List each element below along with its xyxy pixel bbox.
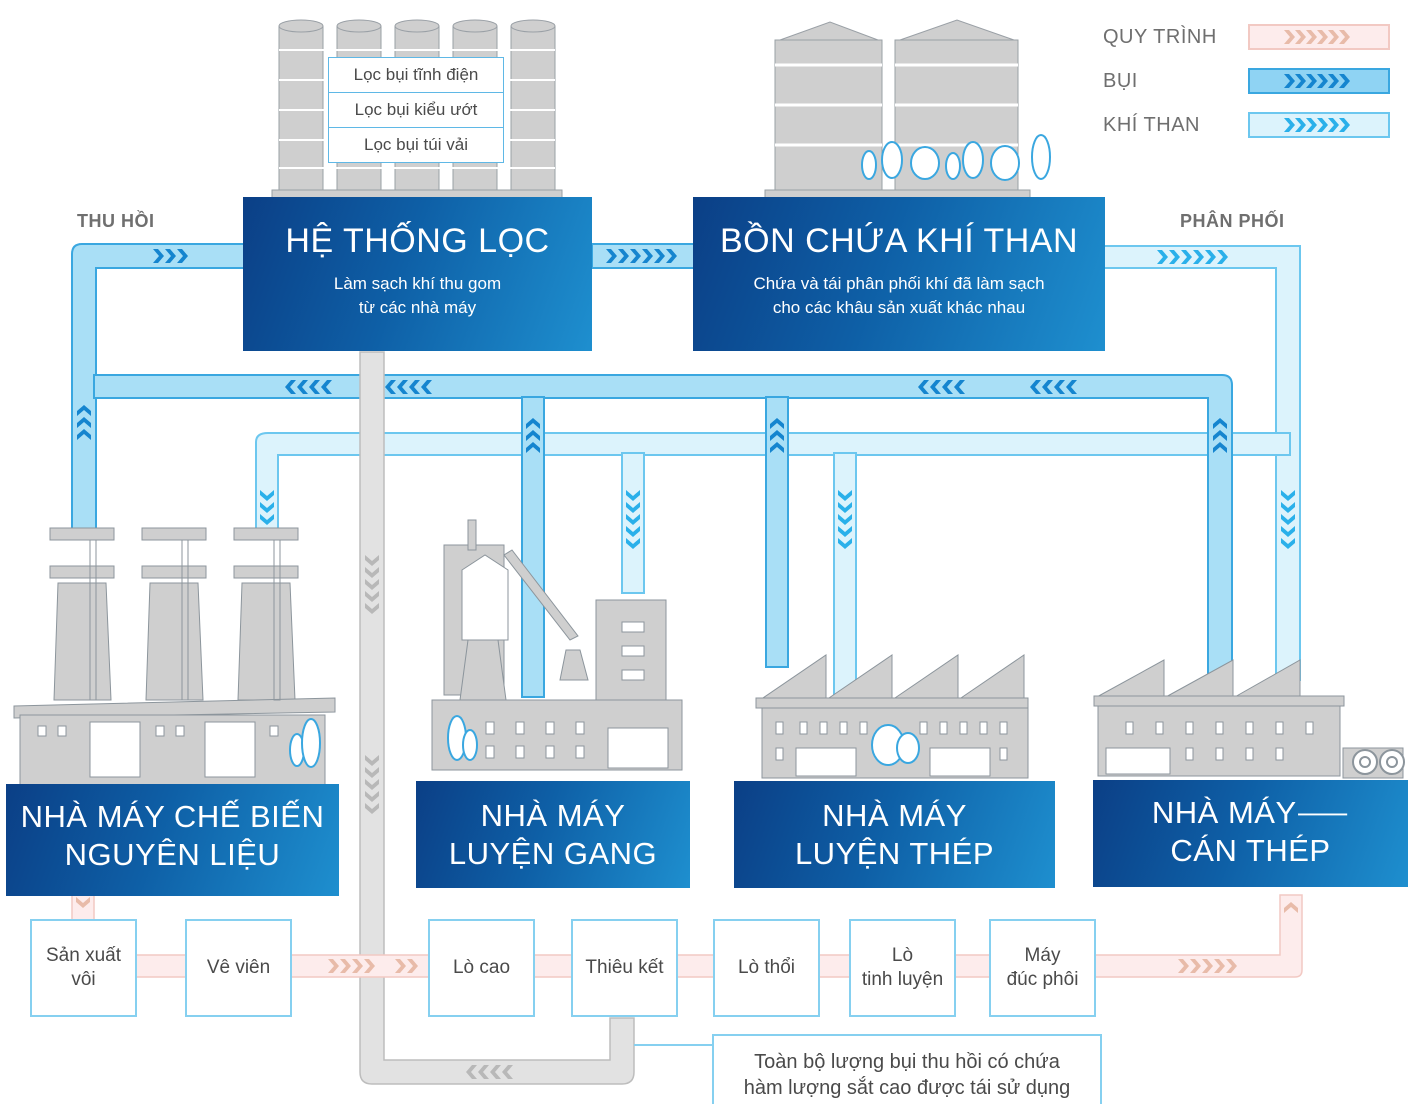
gas-tank-box: BỒN CHỨA KHÍ THAN Chứa và tái phân phối …: [693, 197, 1105, 351]
process-step-refining-l1: Lò: [891, 945, 914, 966]
plant-raw-material-box: NHÀ MÁY CHẾ BIẾN NGUYÊN LIỆU: [6, 784, 339, 896]
filter-system-subtitle-1: Làm sạch khí thu gom: [333, 274, 502, 293]
filter-system-subtitle-2: từ các nhà máy: [358, 298, 477, 317]
process-step-casting: Máy đúc phôi: [989, 919, 1096, 1017]
gas-tank-subtitle-2: cho các khâu sản xuất khác nhau: [772, 298, 1026, 317]
process-step-blast-furnace: Lò cao: [428, 919, 535, 1017]
plant-raw-material-line2: NGUYÊN LIỆU: [64, 837, 281, 872]
plant-rolling-box: NHÀ MÁY⸺ CÁN THÉP: [1093, 780, 1408, 887]
plant-1-building: [13, 527, 336, 786]
legend-swatch-gas: [1248, 112, 1390, 138]
legend-swatch-dust: [1248, 68, 1390, 94]
process-step-lime-l2: vôi: [71, 969, 96, 990]
recycle-note-line1: Toàn bộ lượng bụi thu hồi có chứa: [754, 1051, 1060, 1073]
note-connector: [634, 1044, 712, 1046]
process-step-converter-l1: Lò thổi: [737, 957, 796, 978]
legend-label-process: QUY TRÌNH: [1103, 26, 1217, 48]
filter-system-box: HỆ THỐNG LỌC Làm sạch khí thu gom từ các…: [243, 197, 592, 351]
process-step-lime-l1: Sản xuất: [46, 945, 121, 966]
recycle-note-line2: hàm lượng sắt cao được tái sử dụng: [743, 1077, 1071, 1099]
plant-2-windows: [485, 621, 669, 769]
thu-hoi-label: THU HỒI: [77, 211, 155, 231]
tree-icons-top: [861, 134, 1051, 181]
gas-tank-subtitle-1: Chứa và tái phân phối khí đã làm sạch: [753, 274, 1045, 293]
process-step-converter: Lò thổi: [713, 919, 820, 1017]
recycle-note: Toàn bộ lượng bụi thu hồi có chứa hàm lư…: [712, 1034, 1102, 1104]
plant-rolling-line1: NHÀ MÁY⸺: [1151, 795, 1350, 830]
plant-1-windows: [37, 725, 279, 737]
process-step-lime: Sản xuất vôi: [30, 919, 137, 1017]
plant-4-windows: [1105, 721, 1314, 775]
process-step-casting-l1: Máy: [1024, 945, 1061, 966]
filter-item-electrostatic: Lọc bụi tĩnh điện: [328, 57, 504, 93]
tree-icon-plant1: [289, 718, 321, 768]
legend-swatches: [1248, 24, 1390, 138]
plant-rolling-line2: CÁN THÉP: [1170, 833, 1331, 868]
tree-icon-plant3: [871, 724, 920, 766]
filter-system-title: HỆ THỐNG LỌC: [285, 222, 550, 260]
legend-label-gas: KHÍ THAN: [1103, 114, 1200, 136]
filter-item-wet: Lọc bụi kiểu ướt: [328, 92, 504, 128]
plant-1-ladders: [89, 539, 281, 701]
process-step-sintering: Thiêu kết: [571, 919, 678, 1017]
process-step-casting-l2: đúc phôi: [1006, 969, 1079, 990]
plant-iron-box: NHÀ MÁY LUYỆN GANG: [416, 781, 690, 888]
plant-steel-box: NHÀ MÁY LUYỆN THÉP: [734, 781, 1055, 888]
plant-steel-line1: NHÀ MÁY: [822, 798, 967, 833]
filter-item-bag: Lọc bụi túi vải: [328, 127, 504, 163]
recycle-pipe: [359, 351, 635, 1085]
legend-label-dust: BỤI: [1103, 70, 1138, 92]
tree-icon-plant2: [447, 715, 478, 761]
process-step-sintering-l1: Thiêu kết: [585, 957, 664, 978]
plant-4-building: [1093, 659, 1404, 779]
process-step-pelletizing-l1: Vê viên: [206, 957, 271, 978]
legend-swatch-process: [1248, 24, 1390, 50]
plant-3-windows: [775, 721, 1008, 777]
plant-iron-line2: LUYỆN GANG: [448, 836, 658, 871]
process-step-refining-l2: tinh luyện: [861, 969, 944, 990]
steel-coil-icons: [1352, 749, 1405, 775]
gas-tank-bands: [775, 63, 1018, 147]
gas-tank-title: BỒN CHỨA KHÍ THAN: [719, 222, 1079, 260]
process-step-blast-furnace-l1: Lò cao: [452, 957, 511, 978]
process-step-pelletizing: Vê viên: [185, 919, 292, 1017]
plant-raw-material-line1: NHÀ MÁY CHẾ BIẾN: [20, 799, 325, 834]
phan-phoi-label: PHÂN PHỐI: [1180, 211, 1285, 231]
plant-iron-line1: NHÀ MÁY: [480, 798, 626, 833]
process-step-refining: Lò tinh luyện: [849, 919, 956, 1017]
plant-steel-line2: LUYỆN THÉP: [794, 836, 995, 871]
